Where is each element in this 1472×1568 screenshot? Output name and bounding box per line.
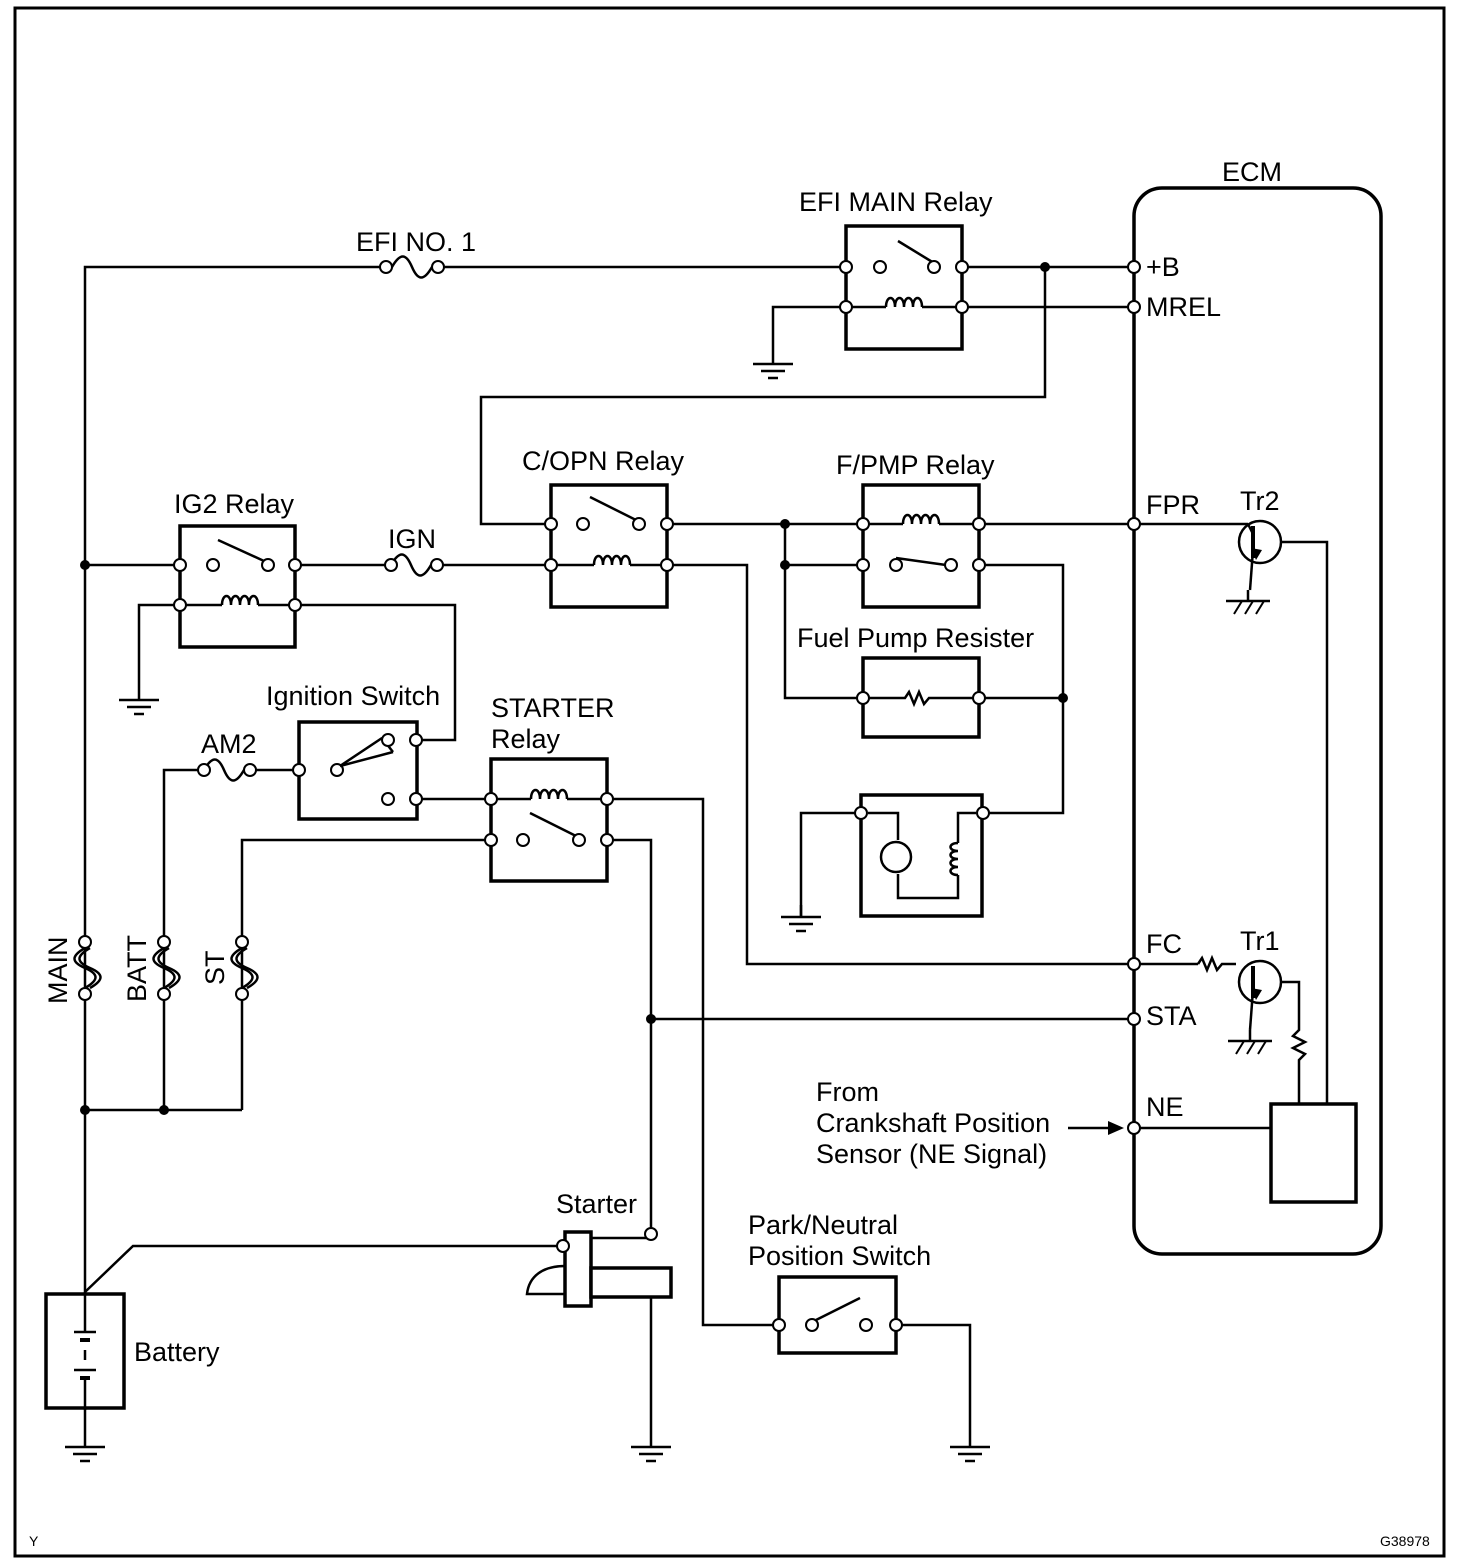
efi-no1-label: EFI NO. 1 — [356, 227, 476, 257]
starter-label: Starter — [556, 1189, 637, 1219]
efi-no1-fuse-icon — [386, 255, 438, 279]
batt-label: BATT — [122, 935, 152, 1002]
ig2-coil-icon — [220, 594, 260, 606]
batt-fusible-link — [152, 935, 181, 1001]
fc-resistor-icon — [1196, 954, 1236, 974]
ign-label: IGN — [388, 524, 436, 554]
ig2-relay: IG2 Relay — [173, 489, 302, 649]
ecm-block: ECM — [1132, 157, 1383, 1256]
starter-relay-label-2: Relay — [491, 724, 561, 754]
resister-icon — [863, 688, 979, 708]
park-neutral-position-switch: Park/Neutral Position Switch — [748, 1210, 931, 1355]
tr1-resistor-icon — [1281, 980, 1308, 1104]
ecm-label: ECM — [1222, 157, 1282, 187]
starter-relay-coil-icon — [529, 788, 569, 800]
tr2-transistor: Tr2 — [1140, 486, 1329, 1104]
f-pmp-relay-label: F/PMP Relay — [836, 450, 995, 480]
from-label-1: From — [816, 1077, 879, 1107]
starter-relay: STARTER Relay — [484, 693, 615, 883]
f-pmp-coil-icon — [901, 513, 941, 525]
mrel-label: MREL — [1146, 292, 1221, 322]
tr1-transistor: Tr1 — [1140, 926, 1308, 1104]
efi-main-relay: EFI MAIN Relay — [799, 187, 993, 351]
am2-fuse-icon — [198, 758, 250, 782]
efi-main-coil-icon — [884, 296, 924, 308]
ig2-relay-label: IG2 Relay — [174, 489, 295, 519]
sta-label: STA — [1146, 1001, 1197, 1031]
fuel-pump — [854, 793, 990, 918]
ignition-switch-label: Ignition Switch — [266, 681, 440, 711]
pump-coil-icon — [949, 841, 959, 877]
plus-b-label: +B — [1146, 252, 1180, 282]
tr2-label: Tr2 — [1240, 486, 1280, 516]
fuel-pump-resister: Fuel Pump Resister — [797, 623, 1034, 739]
c-opn-relay-label: C/OPN Relay — [522, 446, 685, 476]
pump-motor-icon — [879, 840, 913, 874]
figure-id: G38978 — [1380, 1533, 1430, 1549]
am2-label: AM2 — [201, 729, 257, 759]
fpr-label: FPR — [1146, 490, 1200, 520]
page-frame — [13, 6, 1446, 1558]
fc-label: FC — [1146, 929, 1182, 959]
ne-label: NE — [1146, 1092, 1184, 1122]
pn-switch-label-2: Position Switch — [748, 1241, 931, 1271]
starter-relay-label-1: STARTER — [491, 693, 615, 723]
from-label-3: Sensor (NE Signal) — [816, 1139, 1047, 1169]
fuel-pump-resister-label: Fuel Pump Resister — [797, 623, 1034, 653]
ecm-inner-module — [1269, 1102, 1358, 1204]
tr1-label: Tr1 — [1240, 926, 1280, 956]
main-fusible-link — [73, 935, 102, 1001]
battery-label: Battery — [134, 1337, 220, 1367]
st-label: ST — [200, 950, 230, 985]
st-fusible-link — [230, 935, 259, 1001]
ecm-outline — [1132, 186, 1383, 1256]
ignition-switch: Ignition Switch — [266, 681, 440, 821]
pn-switch-label-1: Park/Neutral — [748, 1210, 898, 1240]
starter-pinion-icon — [525, 1264, 566, 1296]
ign-fuse-icon — [385, 553, 437, 577]
efi-main-relay-label: EFI MAIN Relay — [799, 187, 993, 217]
main-label: MAIN — [43, 937, 73, 1005]
battery: Battery — [44, 1292, 220, 1435]
from-label-2: Crankshaft Position — [816, 1108, 1050, 1138]
c-opn-relay: C/OPN Relay — [522, 446, 685, 609]
f-pmp-relay: F/PMP Relay — [836, 450, 995, 609]
c-opn-coil-icon — [592, 554, 632, 566]
starter-motor: Starter — [525, 1189, 673, 1308]
corner-label: Y — [29, 1533, 39, 1549]
